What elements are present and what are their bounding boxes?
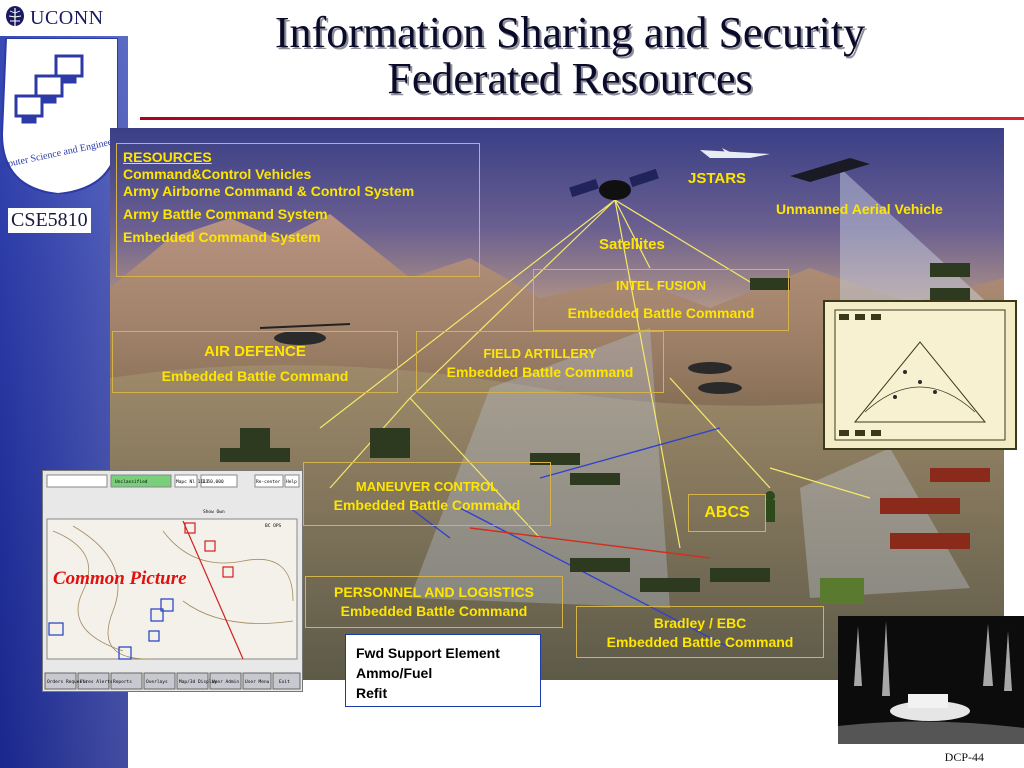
common-picture-inset: Unclassified Mapc Nl 1113 1:50,000 Re-ce… [42,470,303,692]
field-artillery-title: FIELD ARTILLERY [483,346,597,361]
resource-item: Army Battle Command System [123,206,328,222]
air-defence-panel: AIR DEFENCE Embedded Battle Command [112,331,398,393]
personnel-logistics-subtitle: Embedded Battle Command [340,603,528,619]
common-picture-label: Common Picture [53,568,187,589]
cp-btn-user-admin[interactable]: User Admin [212,679,239,685]
soldier-icon [765,491,775,522]
bradley-ebc-subtitle: Embedded Battle Command [606,634,794,650]
slide-number: DCP-44 [944,750,984,764]
field-artillery-panel: FIELD ARTILLERY Embedded Battle Command [416,331,664,393]
resources-heading: RESOURCES [123,149,212,165]
cp-bc-ops: BC OPS [265,523,282,529]
resource-item: Army Airborne Command & Control System [123,183,415,199]
fwd-support-line: Ammo/Fuel [356,665,433,681]
satellite-icon [569,168,659,200]
maneuver-control-panel: MANEUVER CONTROL Embedded Battle Command [303,462,551,526]
cp-btn-reports[interactable]: Reports [113,679,132,685]
cp-btn-fires[interactable]: Fires Alerts [80,679,113,685]
bradley-ebc-title: Bradley / EBC [653,615,747,631]
intel-fusion-subtitle: Embedded Battle Command [567,305,755,321]
cp-scale-field: 1:50,000 [202,479,224,485]
intel-fusion-panel: INTEL FUSION Embedded Battle Command [533,269,789,331]
air-defence-subtitle: Embedded Battle Command [161,368,349,384]
maneuver-control-subtitle: Embedded Battle Command [333,497,521,513]
bradley-ebc-panel: Bradley / EBC Embedded Battle Command [576,606,824,658]
cse-logo: Computer Science and Engineering [0,38,118,194]
abcs-box: ABCS [688,494,766,532]
cp-help-button[interactable]: Help [286,479,297,485]
course-id: CSE5810 [8,208,91,233]
cp-btn-exit[interactable]: Exit [279,679,290,685]
university-name: UCONN [30,6,104,29]
uconn-header: UCONN [0,0,128,36]
radar-screen [834,309,1006,441]
personnel-logistics-title: PERSONNEL AND LOGISTICS [334,584,534,600]
cp-btn-overlays[interactable]: Overlays [146,679,168,685]
cp-btn-orders[interactable]: Orders Requests [47,679,88,685]
fwd-support-line: Refit [356,685,388,701]
title-divider [140,117,1024,120]
cp-classification: Unclassified [115,479,148,485]
slide-title: Information Sharing and Security Federat… [140,10,1000,102]
personnel-logistics-panel: PERSONNEL AND LOGISTICS Embedded Battle … [305,576,563,628]
cp-show-own[interactable]: Show Own [203,509,225,515]
oak-leaf-icon [6,6,24,30]
fwd-support-line: Fwd Support Element [356,645,500,661]
fwd-support-box: Fwd Support Element Ammo/Fuel Refit [345,634,541,707]
radar-display [823,300,1017,450]
title-line-1: Information Sharing and Security [274,8,866,57]
common-picture-map: Unclassified Mapc Nl 1113 1:50,000 Re-ce… [43,471,302,691]
resource-item: Embedded Command System [123,229,321,245]
jstars-label: JSTARS [688,170,747,187]
cp-btn-user-menu[interactable]: User Menu [245,679,270,685]
cp-recenter-button[interactable]: Re-center [256,479,281,485]
satellites-label: Satellites [599,236,665,253]
scene-illustration [110,148,1004,680]
field-artillery-subtitle: Embedded Battle Command [446,364,634,380]
title-line-2: Federated Resources [387,54,753,103]
cp-map-field: Mapc Nl 1113 [176,479,209,485]
uav-label: Unmanned Aerial Vehicle [776,201,943,217]
air-defence-title: AIR DEFENCE [204,343,306,360]
resource-item: Command&Control Vehicles [123,166,312,182]
thermal-image [838,616,1024,744]
maneuver-control-title: MANEUVER CONTROL [355,479,499,494]
resources-panel: RESOURCES Command&Control Vehicles Army … [116,143,480,277]
intel-fusion-title: INTEL FUSION [615,278,707,293]
cp-btn-map[interactable]: Map/3d Display [179,679,217,685]
